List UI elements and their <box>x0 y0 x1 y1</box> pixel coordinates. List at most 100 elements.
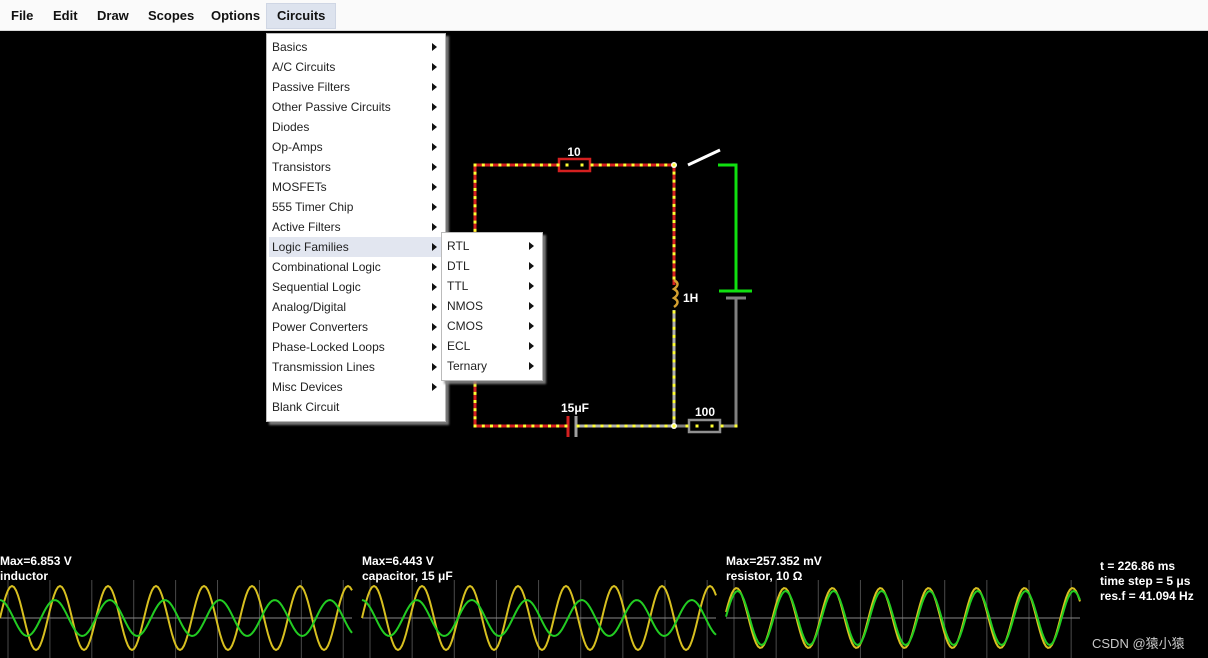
current-dot <box>481 163 485 167</box>
circuits-item-blank-circuit[interactable]: Blank Circuit <box>269 397 443 417</box>
scope-3-max: Max=257.352 mV <box>726 554 822 568</box>
current-dot <box>672 203 676 207</box>
circuits-item-op-amps[interactable]: Op-Amps <box>269 137 443 157</box>
menu-draw[interactable]: Draw <box>97 8 129 23</box>
current-dot <box>672 163 676 167</box>
circuit-canvas[interactable]: 10 1H 15μF 100 <box>0 31 1208 551</box>
wire-mid <box>577 310 676 428</box>
menu-circuits[interactable]: Circuits <box>266 3 337 29</box>
current-dot <box>473 220 477 224</box>
menu-item-label: ECL <box>447 339 471 353</box>
capacitor-label: 15μF <box>561 401 589 415</box>
circuits-item-diodes[interactable]: Diodes <box>269 117 443 137</box>
scope-panel[interactable] <box>0 550 1085 658</box>
menu-edit[interactable]: Edit <box>53 8 78 23</box>
circuits-item-555-timer-chip[interactable]: 555 Timer Chip <box>269 197 443 217</box>
current-dot <box>580 163 584 167</box>
chevron-right-icon <box>432 183 437 191</box>
current-dot <box>672 326 676 330</box>
current-dot <box>556 424 560 428</box>
current-dot <box>672 383 676 387</box>
logic-item-dtl[interactable]: DTL <box>444 256 540 276</box>
menu-scopes[interactable]: Scopes <box>148 8 195 23</box>
circuits-item-phase-locked-loops[interactable]: Phase-Locked Loops <box>269 337 443 357</box>
menu-options[interactable]: Options <box>211 8 261 23</box>
scope-trace-yellow <box>361 584 717 652</box>
menu-file[interactable]: File <box>11 8 34 23</box>
current-dot <box>473 383 477 387</box>
current-dot <box>664 163 668 167</box>
logic-item-ttl[interactable]: TTL <box>444 276 540 296</box>
current-dot <box>672 391 676 395</box>
current-dot <box>672 211 676 215</box>
logic-item-nmos[interactable]: NMOS <box>444 296 540 316</box>
current-dot <box>639 163 643 167</box>
chevron-right-icon <box>432 123 437 131</box>
current-dot <box>672 171 676 175</box>
resistor-top[interactable] <box>557 157 592 173</box>
current-dot <box>672 343 676 347</box>
circuits-item-combinational-logic[interactable]: Combinational Logic <box>269 257 443 277</box>
circuits-item-transistors[interactable]: Transistors <box>269 157 443 177</box>
menu-item-label: Diodes <box>272 120 310 134</box>
current-dot <box>473 188 477 191</box>
current-dot <box>473 179 477 183</box>
chevron-right-icon <box>432 83 437 91</box>
current-dot <box>608 424 612 428</box>
switch-blade[interactable] <box>687 148 721 167</box>
current-dot <box>672 220 676 223</box>
logic-item-rtl[interactable]: RTL <box>444 236 540 256</box>
circuits-item-analog-digital[interactable]: Analog/Digital <box>269 297 443 317</box>
resistor-bottom-label: 100 <box>695 405 715 419</box>
circuits-item-misc-devices[interactable]: Misc Devices <box>269 377 443 397</box>
circuits-item-a-c-circuits[interactable]: A/C Circuits <box>269 57 443 77</box>
current-dot <box>490 163 494 167</box>
circuits-item-transmission-lines[interactable]: Transmission Lines <box>269 357 443 377</box>
menu-item-label: Active Filters <box>272 220 341 234</box>
current-dot <box>600 424 604 428</box>
current-dot <box>672 179 676 183</box>
chevron-right-icon <box>529 322 534 330</box>
current-dot <box>616 424 620 428</box>
circuits-item-other-passive-circuits[interactable]: Other Passive Circuits <box>269 97 443 117</box>
chevron-right-icon <box>529 242 534 250</box>
current-dot <box>672 375 676 379</box>
circuits-item-passive-filters[interactable]: Passive Filters <box>269 77 443 97</box>
circuits-item-active-filters[interactable]: Active Filters <box>269 217 443 237</box>
watermark: CSDN @猿小猿 <box>1092 636 1185 651</box>
current-dot <box>481 424 485 428</box>
current-dot <box>548 424 551 428</box>
current-dot <box>473 228 477 232</box>
current-dot <box>672 318 676 322</box>
menu-item-label: Sequential Logic <box>272 280 361 294</box>
current-dot <box>473 196 477 200</box>
current-dot <box>664 424 668 428</box>
current-dot <box>710 424 714 428</box>
menu-item-label: Op-Amps <box>272 140 323 154</box>
circuits-item-logic-families[interactable]: Logic Families <box>269 237 443 257</box>
circuits-item-sequential-logic[interactable]: Sequential Logic <box>269 277 443 297</box>
menu-item-label: RTL <box>447 239 470 253</box>
current-dot <box>734 424 738 428</box>
circuits-item-basics[interactable]: Basics <box>269 37 443 57</box>
menu-item-label: 555 Timer Chip <box>272 200 354 214</box>
circuits-item-power-converters[interactable]: Power Converters <box>269 317 443 337</box>
scope-trace-green <box>361 598 717 638</box>
menu-item-label: Combinational Logic <box>272 260 381 274</box>
menu-item-label: Other Passive Circuits <box>272 100 391 114</box>
chevron-right-icon <box>432 43 437 51</box>
current-dot <box>672 252 676 256</box>
logic-item-ternary[interactable]: Ternary <box>444 356 540 376</box>
logic-item-cmos[interactable]: CMOS <box>444 316 540 336</box>
current-dot <box>624 424 628 428</box>
inductor[interactable] <box>671 278 679 309</box>
current-dot <box>672 244 676 248</box>
menu-item-label: Analog/Digital <box>272 300 347 314</box>
circuits-item-mosfets[interactable]: MOSFETs <box>269 177 443 197</box>
resistor-bottom[interactable] <box>687 418 722 434</box>
current-dot <box>490 424 493 428</box>
current-dot <box>539 163 543 167</box>
current-dot <box>564 424 568 428</box>
logic-item-ecl[interactable]: ECL <box>444 336 540 356</box>
menu-item-label: Blank Circuit <box>272 400 340 414</box>
